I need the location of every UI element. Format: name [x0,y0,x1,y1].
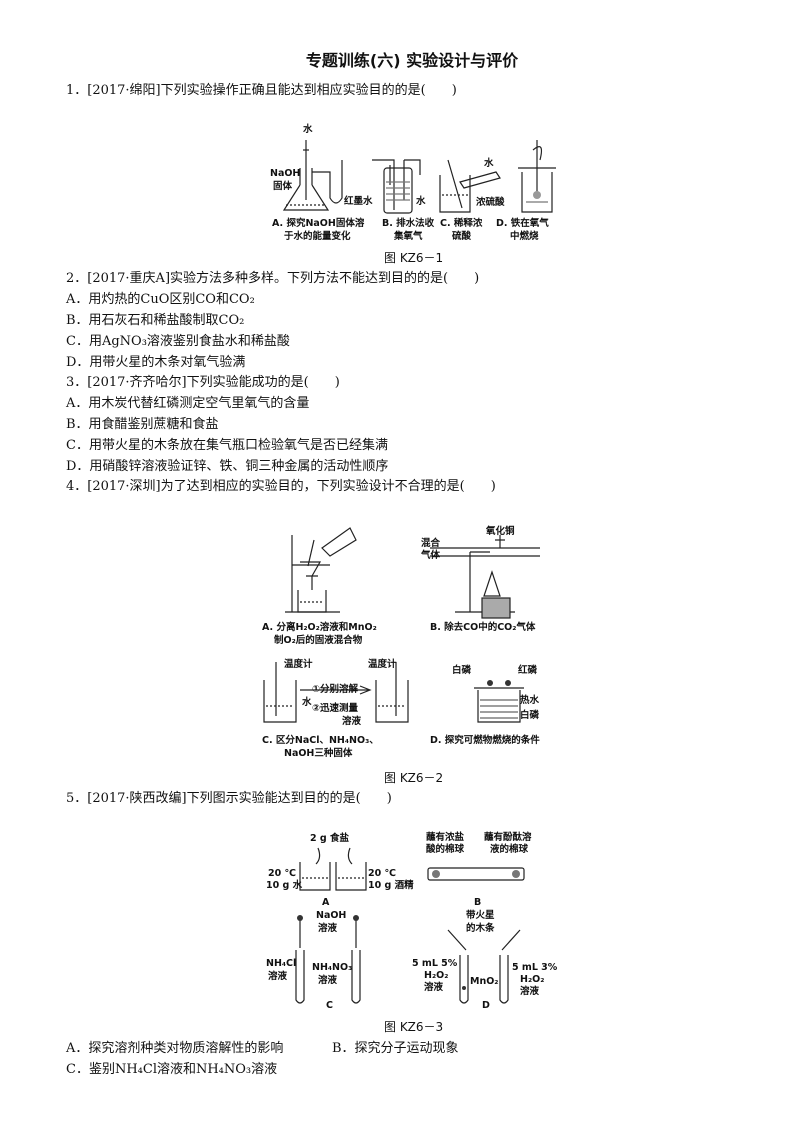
label-nh4cl-2: 溶液 [268,971,288,982]
question-3-option-b: B．用食醋鉴别蔗糖和食盐 [66,417,219,432]
label-step2: ②迅速测量 [312,703,359,714]
label-water-b: 水 [416,196,426,207]
label-mno2: MnO₂ [470,976,499,987]
option-b-line1: B. 排水法收 [382,218,435,229]
label-cotton-hcl-1: 蘸有浓盐 [426,832,465,843]
question-5-stem: 5．[2017·陕西改编]下列图示实验能达到目的的是( ) [66,791,392,806]
option-c-line2: 硫酸 [452,231,472,242]
label-water-left: 10 g 水 [266,880,303,891]
label-alcohol-right: 10 g 酒精 [368,880,414,891]
label-red-phosphorus: 红磷 [518,665,538,676]
label-thermometer-2: 温度计 [368,659,397,670]
option-a-line2: 于水的能量变化 [284,231,351,242]
option-a-line2: 制O₂后的固液混合物 [274,635,363,646]
figure-label-d: D [482,1000,490,1011]
label-cotton-phenol-1: 蘸有酚酞溶 [484,832,532,843]
label-left-h2o2: H₂O₂ [424,970,449,981]
label-cotton-phenol-2: 液的棉球 [490,844,529,855]
label-gas: 气体 [421,550,441,561]
question-2-option-d: D．用带火星的木条对氧气验满 [66,355,246,370]
option-d-line2: 中燃烧 [510,231,539,242]
option-a-line1: A. 分离H₂O₂溶液和MnO₂ [262,622,377,633]
question-3-stem: 3．[2017·齐齐哈尔]下列实验能成功的是( ) [66,375,340,390]
label-naoh: NaOH [270,168,301,179]
question-2-option-c: C．用AgNO₃溶液鉴别食盐水和稀盐酸 [66,334,290,349]
question-2-option-b: B．用石灰石和稀盐酸制取CO₂ [66,313,245,328]
label-mixed: 混合 [421,538,441,549]
label-water-a: 水 [303,124,313,135]
label-splint-1: 带火星 [466,910,495,921]
label-cotton-hcl-2: 酸的棉球 [426,844,465,855]
label-right-h2o2: H₂O₂ [520,974,545,985]
page-title: 专题训练(六) 实验设计与评价 [305,51,519,70]
label-step1: ①分别溶解 [312,684,359,695]
question-5-option-b: B．探究分子运动现象 [332,1041,459,1056]
option-a-line1: A. 探究NaOH固体溶 [272,218,365,229]
label-right-solution: 溶液 [520,986,540,997]
label-water-c: 水 [484,158,494,169]
figure-label-b: B [474,897,482,908]
question-4-stem: 4．[2017·深圳]为了达到相应的实验目的，下列实验设计不合理的是( ) [66,479,496,494]
option-c-line1: C. 区分NaCl、NH₄NO₃、 [262,735,379,746]
label-naoh-2: 溶液 [318,923,338,934]
label-white-phosphorus: 白磷 [452,665,472,676]
label-naoh-1: NaOH [316,910,347,921]
question-2-stem: 2．[2017·重庆A]实验方法多种多样。下列方法不能达到目的的是( ) [66,271,480,286]
label-hot-water: 热水 [520,695,540,706]
label-thermometer-1: 温度计 [284,659,313,670]
label-temp-right: 20 ℃ [368,868,397,879]
label-left-solution: 溶液 [424,982,444,993]
q5-apparatus-illustration [295,847,525,1004]
label-white-phosphorus-2: 白磷 [520,710,540,721]
label-water-c: 水 [302,697,312,708]
label-nh4cl-1: NH₄Cl [266,958,297,969]
figure-label-c: C [326,1000,333,1011]
q4-apparatus-illustration [263,527,540,723]
q1-apparatus-illustration [282,140,556,214]
figure-caption-kz6-1: 图 KZ6－1 [384,251,444,265]
question-3-option-d: D．用硝酸锌溶液验证锌、铁、铜三种金属的活动性顺序 [66,459,389,474]
figure-caption-kz6-3: 图 KZ6－3 [384,1020,444,1034]
option-c-line1: C. 稀释浓 [440,218,483,229]
label-red-ink: 红墨水 [344,196,373,207]
figure-caption-kz6-2: 图 KZ6－2 [384,771,444,785]
label-left-volume: 5 mL 5% [412,958,458,969]
option-d: D. 探究可燃物燃烧的条件 [430,735,540,746]
question-3-option-a: A．用木炭代替红磷测定空气里氧气的含量 [66,396,310,411]
question-3-option-c: C．用带火星的木条放在集气瓶口检验氧气是否已经集满 [66,438,388,453]
label-copper-oxide: 氧化铜 [486,526,515,537]
label-splint-2: 的木条 [466,923,495,934]
label-right-volume: 5 mL 3% [512,962,558,973]
figure-label-a: A [322,897,330,908]
option-b: B. 除去CO中的CO₂气体 [430,622,536,633]
question-5-option-a: A．探究溶剂种类对物质溶解性的影响 [66,1041,284,1056]
label-nh4no3-2: 溶液 [318,975,338,986]
label-solid: 固体 [273,181,293,192]
label-solution: 溶液 [342,716,362,727]
option-b-line2: 集氧气 [394,231,423,242]
label-nh4no3-1: NH₄NO₃ [312,962,353,973]
label-conc-acid: 浓硫酸 [476,197,505,208]
question-1-stem: 1．[2017·绵阳]下列实验操作正确且能达到相应实验目的的是( ) [66,83,457,98]
option-d-line1: D. 铁在氧气 [496,218,549,229]
question-2-option-a: A．用灼热的CuO区别CO和CO₂ [66,292,255,307]
question-5-option-c: C．鉴别NH₄Cl溶液和NH₄NO₃溶液 [66,1062,278,1077]
option-c-line2: NaOH三种固体 [284,748,353,759]
label-salt: 2 g 食盐 [310,833,350,844]
label-temp-left: 20 ℃ [268,868,297,879]
